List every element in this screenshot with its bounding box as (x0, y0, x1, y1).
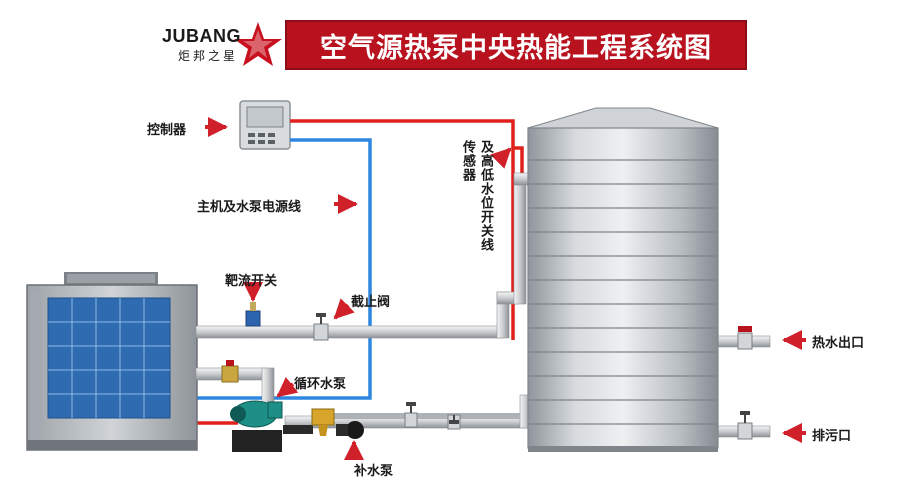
page-title: 空气源热泵中央热能工程系统图 (320, 32, 712, 64)
controller-box (239, 100, 291, 150)
brand-name: JUBANG (162, 26, 242, 46)
pipe-valve-1 (404, 402, 418, 428)
brand-star-icon (234, 22, 282, 66)
label-drain: 排污口 (812, 429, 852, 444)
pipe-valve-2 (447, 414, 461, 430)
inlet-valve (221, 360, 239, 383)
storage-tank (527, 107, 719, 452)
label-circ-pump: 循环水泵 (294, 377, 347, 392)
label-makeup-pump: 补水泵 (354, 464, 394, 479)
hot-water-valve (737, 326, 753, 350)
shutoff-valve (313, 313, 329, 341)
label-hot-outlet: 热水出口 (812, 336, 865, 351)
circulating-pump (230, 400, 283, 452)
drain-valve (737, 411, 753, 440)
label-shutoff-valve: 截止阀 (351, 295, 391, 310)
brand-subtitle: 炬邦之星 (178, 49, 239, 63)
label-power-line: 主机及水泵电源线 (197, 200, 302, 215)
label-target-switch: 靶流开关 (225, 274, 278, 289)
title-banner: 空气源热泵中央热能工程系统图 (285, 20, 747, 70)
filter (311, 408, 335, 436)
label-level-switch: 及高低水位开关线 (478, 140, 493, 252)
callout-arrows (205, 117, 806, 460)
heat-pump-unit (26, 272, 198, 451)
makeup-pump (336, 421, 364, 439)
target-flow-switch (245, 302, 261, 327)
label-controller: 控制器 (147, 123, 187, 138)
label-sensor: 传感器 (460, 140, 475, 182)
